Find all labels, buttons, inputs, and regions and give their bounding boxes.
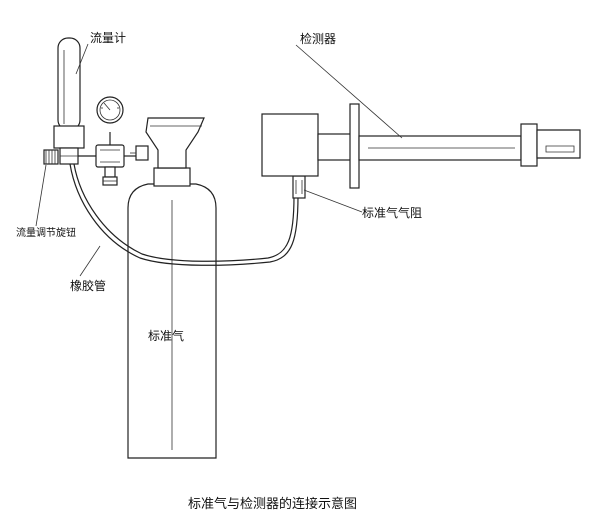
flow-knob <box>43 149 59 165</box>
label-restrictor: 标准气气阻 <box>362 205 422 220</box>
leader-lines <box>35 43 403 277</box>
gas-cylinder <box>127 117 217 459</box>
detector <box>261 103 581 189</box>
label-detector: 检测器 <box>300 31 336 46</box>
restrictor <box>292 175 306 199</box>
label-flowmeter: 流量计 <box>90 31 126 45</box>
rubber-hose <box>69 163 299 266</box>
label-flow-knob: 流量调节旋钮 <box>16 226 76 239</box>
diagram-caption: 标准气与检测器的连接示意图 <box>188 496 357 512</box>
regulator <box>78 144 136 186</box>
flowmeter <box>53 37 85 165</box>
pressure-gauge <box>96 96 124 145</box>
label-cylinder: 标准气 <box>148 328 184 343</box>
label-hose: 橡胶管 <box>70 278 106 293</box>
